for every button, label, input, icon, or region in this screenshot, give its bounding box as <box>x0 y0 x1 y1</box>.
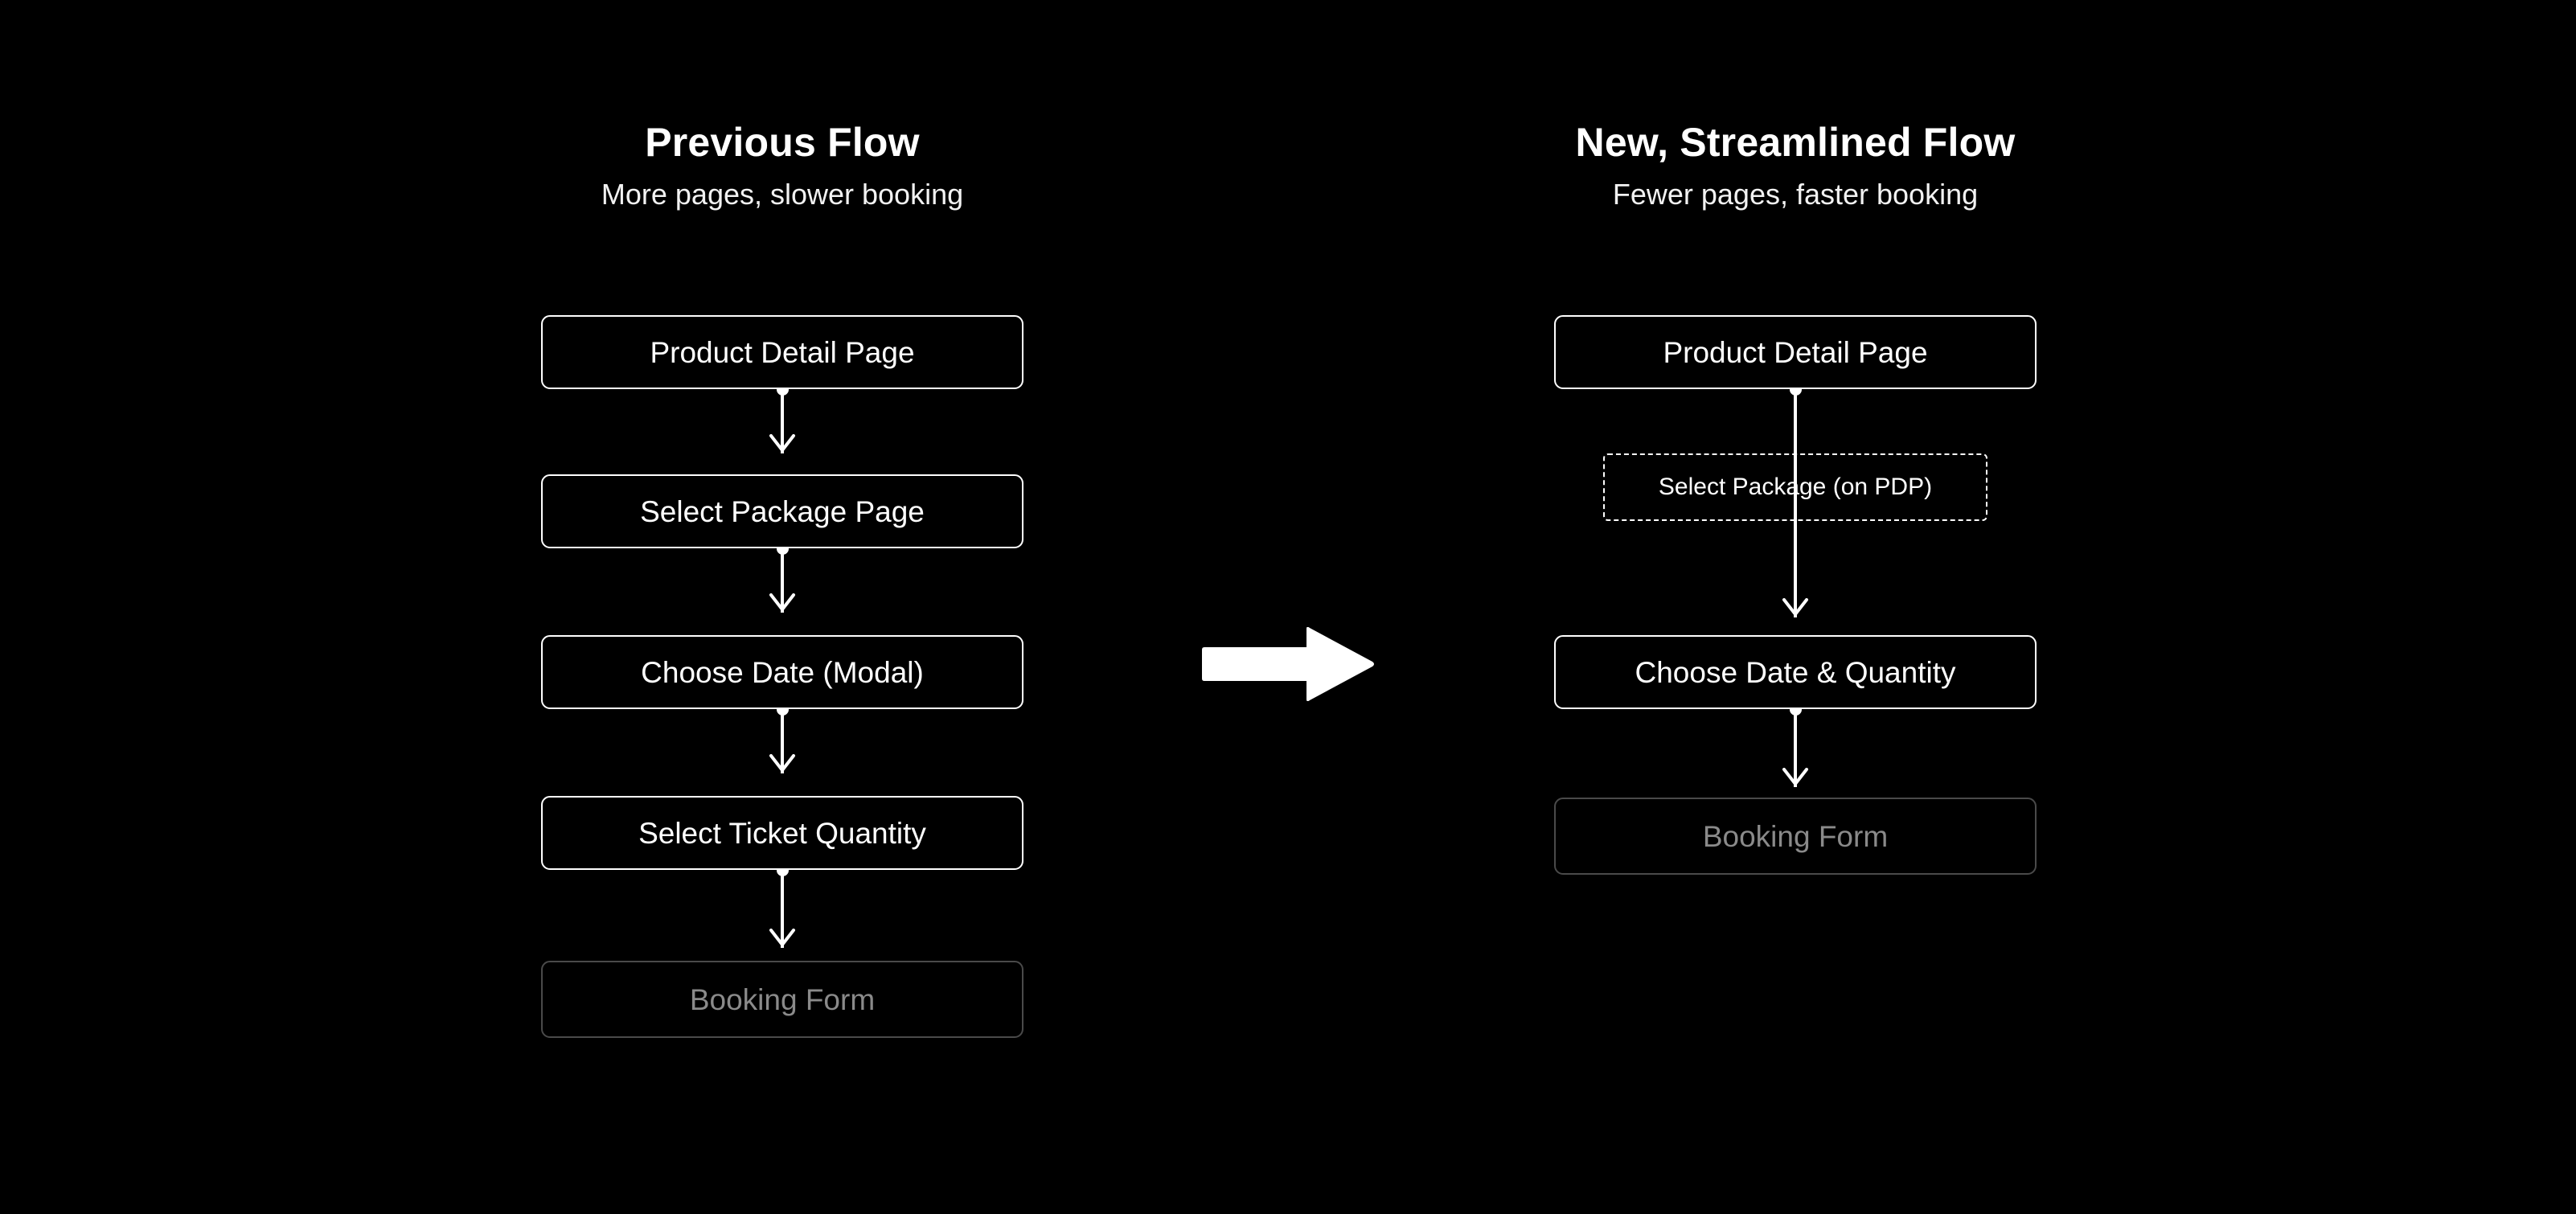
arrow-head-icon <box>1782 598 1809 619</box>
arrow-head-icon <box>1782 768 1809 789</box>
column-heading-new: New, Streamlined Flow Fewer pages, faste… <box>1554 121 2037 211</box>
connector-line <box>781 870 784 948</box>
flow-node-label: Choose Date & Quantity <box>1635 655 1956 689</box>
flow-node-select-package-on-pdp[interactable]: Select Package (on PDP) <box>1603 453 1987 521</box>
column-heading-previous: Previous Flow More pages, slower booking <box>541 121 1023 211</box>
flow-node-booking-form[interactable]: Booking Form <box>1554 798 2037 875</box>
previous-flow-subtitle: More pages, slower booking <box>601 178 964 211</box>
arrow-head-icon <box>769 593 796 614</box>
flow-node-select-package-page[interactable]: Select Package Page <box>541 474 1023 548</box>
arrow-head-icon <box>769 754 796 775</box>
flow-node-label: Booking Form <box>1702 819 1889 853</box>
connector-line <box>1794 709 1797 787</box>
flow-node-label: Booking Form <box>689 982 876 1016</box>
connector-line <box>781 709 784 773</box>
flow-node-label: Select Package Page <box>640 494 925 528</box>
previous-flow-title: Previous Flow <box>645 120 920 165</box>
flow-node-label: Choose Date (Modal) <box>641 655 924 689</box>
new-flow-title: New, Streamlined Flow <box>1575 120 2016 165</box>
connector-line <box>1794 389 1797 617</box>
flow-node-product-detail-page[interactable]: Product Detail Page <box>541 315 1023 389</box>
transition-right-arrow-icon <box>1202 627 1375 701</box>
flow-node-choose-date-modal[interactable]: Choose Date (Modal) <box>541 635 1023 709</box>
flow-node-label: Product Detail Page <box>1663 335 1928 369</box>
connector-line <box>781 389 784 453</box>
flow-node-label: Select Ticket Quantity <box>638 816 926 850</box>
arrow-head-icon <box>769 434 796 455</box>
flow-node-label: Select Package (on PDP) <box>1658 474 1933 500</box>
new-flow-subtitle: Fewer pages, faster booking <box>1612 178 1979 211</box>
flow-node-choose-date-and-quantity[interactable]: Choose Date & Quantity <box>1554 635 2037 709</box>
flow-node-select-ticket-quantity[interactable]: Select Ticket Quantity <box>541 796 1023 870</box>
flow-node-label: Product Detail Page <box>650 335 915 369</box>
flow-node-product-detail-page[interactable]: Product Detail Page <box>1554 315 2037 389</box>
arrow-head-icon <box>769 929 796 949</box>
flow-node-booking-form[interactable]: Booking Form <box>541 961 1023 1038</box>
connector-line <box>781 548 784 613</box>
